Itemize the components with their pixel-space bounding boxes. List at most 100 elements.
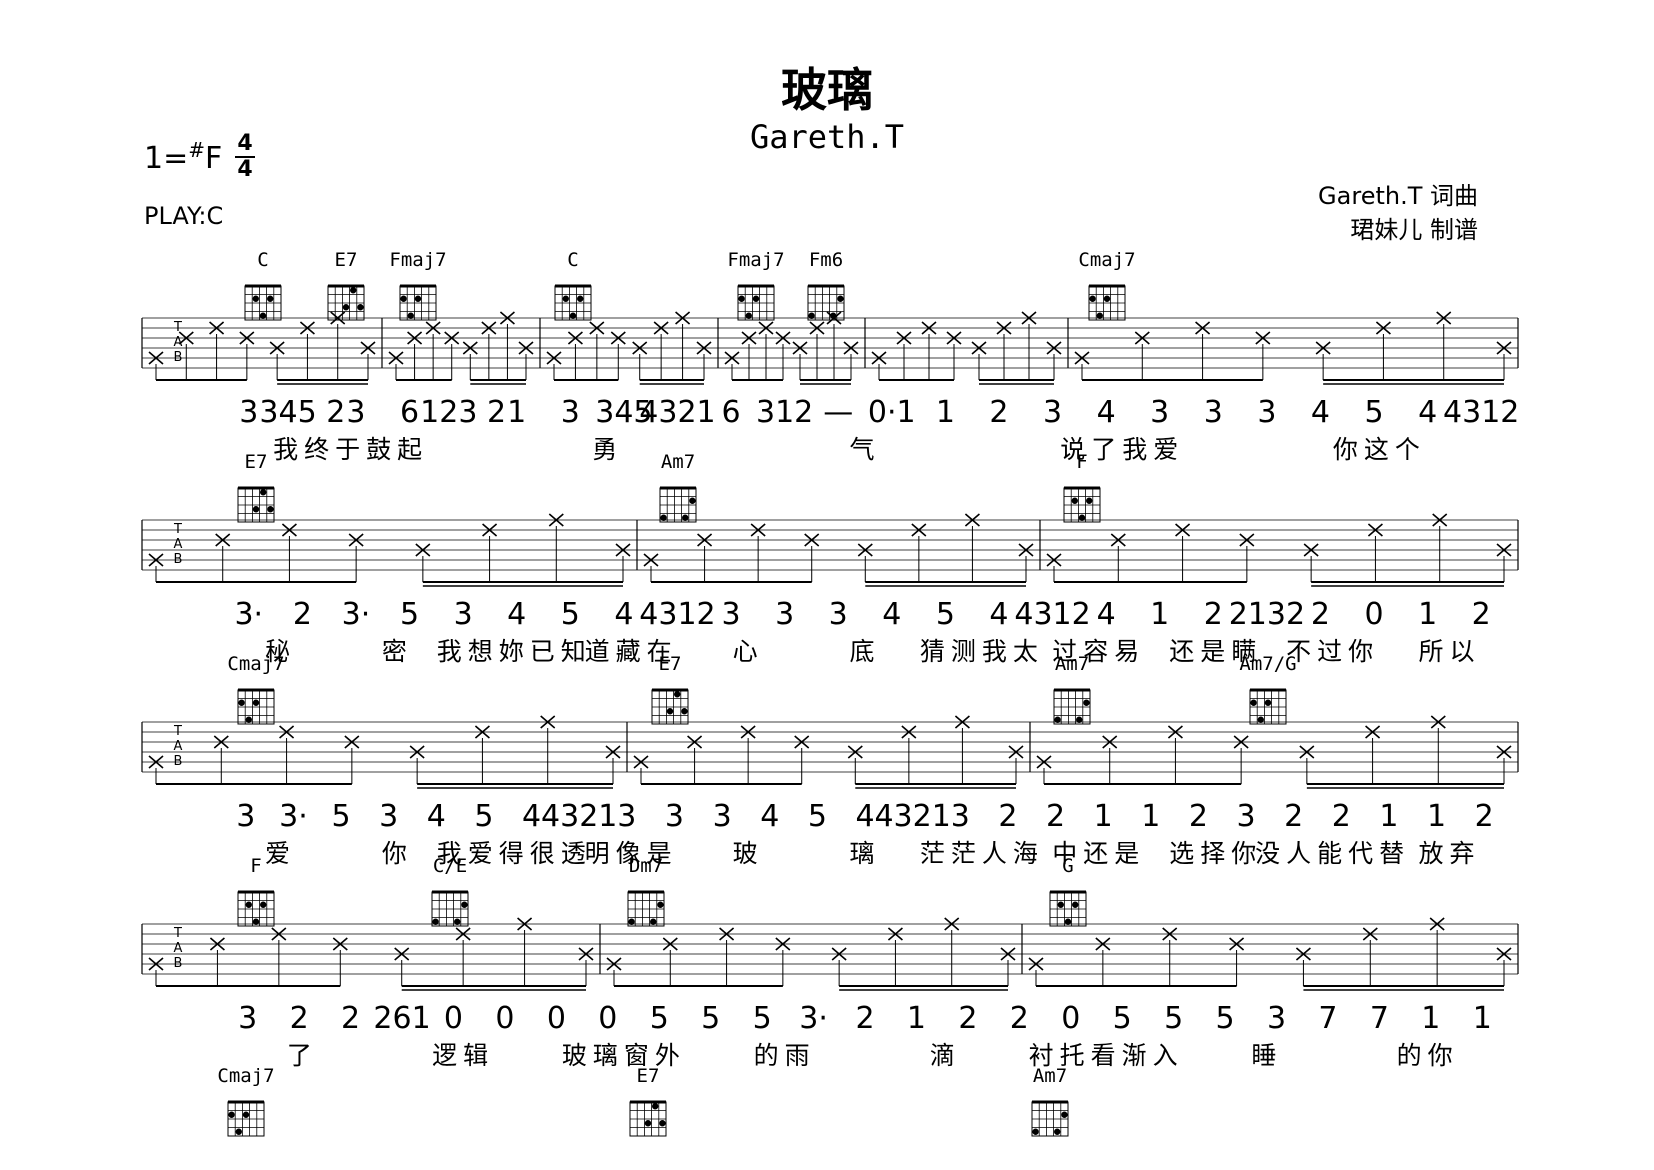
- tab-x-note: [482, 523, 498, 537]
- x-stroke: [1432, 513, 1448, 527]
- chord-dot: [357, 304, 364, 311]
- jianpu-note: 7: [1318, 1001, 1337, 1036]
- jianpu-note: 2: [1284, 799, 1303, 834]
- lyric-text: 没人能代替: [1255, 839, 1410, 868]
- x-stroke: [1436, 311, 1452, 325]
- x-stroke: [148, 553, 164, 567]
- jianpu-note: 2: [855, 1001, 874, 1036]
- key-prefix: 1=: [144, 141, 189, 176]
- lyric-text: 逻辑: [432, 1041, 494, 1070]
- chord-dot: [245, 716, 252, 723]
- x-stroke: [299, 321, 315, 335]
- jianpu-note: 3: [346, 395, 365, 430]
- key-signature: 1=#F: [144, 138, 222, 176]
- chord-dot: [1250, 699, 1257, 706]
- x-stroke: [518, 341, 534, 355]
- lyric-text: 衬托看渐入: [1029, 1041, 1184, 1070]
- tab-label: T: [173, 522, 182, 537]
- jianpu-note: 2: [998, 799, 1017, 834]
- sharp-sign: #: [188, 138, 205, 162]
- jianpu-note: 345 2: [259, 395, 345, 430]
- tab-x-note: [758, 321, 774, 335]
- jianpu-note: 0: [547, 1001, 566, 1036]
- chord-dot: [260, 901, 267, 908]
- lyrics-row: 爱你我爱得很透明像是玻璃茫茫人海中还是选择你没人能代替放弃: [265, 839, 1475, 868]
- chord-dot: [238, 699, 245, 706]
- jianpu-note: 3: [239, 395, 258, 430]
- lyric-text: 我想妳已知: [437, 637, 592, 666]
- jianpu-note: 5: [1164, 1001, 1183, 1036]
- chord-name: E7: [659, 653, 682, 675]
- jianpu-note: 1: [936, 395, 955, 430]
- jianpu-note: 1: [1094, 799, 1113, 834]
- chord-dot: [1076, 716, 1083, 723]
- jianpu-note: 4: [614, 597, 633, 632]
- tab-x-note: [209, 937, 225, 951]
- chord-diagram: Am7: [1053, 653, 1091, 725]
- tab-x-note: [775, 331, 791, 345]
- x-stroke: [1095, 937, 1111, 951]
- jianpu-note: 2: [1472, 597, 1491, 632]
- x-stroke: [281, 523, 297, 537]
- tab-x-note: [1134, 331, 1150, 345]
- jianpu-note: 0: [1364, 597, 1383, 632]
- tab-x-note: [213, 735, 229, 749]
- chord-name: F: [250, 855, 261, 877]
- tab-x-note: [697, 533, 713, 547]
- x-stroke: [271, 927, 287, 941]
- tab-x-note: [1315, 341, 1331, 355]
- tab-x-note: [606, 957, 622, 971]
- x-stroke: [1036, 755, 1052, 769]
- tab-x-note: [344, 735, 360, 749]
- tab-x-note: [1074, 351, 1090, 365]
- lyric-text: 玻: [733, 839, 764, 868]
- tab-x-note: [1496, 543, 1512, 557]
- tab-x-note: [1496, 745, 1512, 759]
- chord-dot: [252, 506, 260, 513]
- lyric-text: 过容易: [1052, 637, 1145, 666]
- x-stroke: [758, 321, 774, 335]
- chord-dot: [808, 312, 815, 319]
- x-stroke: [1018, 543, 1034, 557]
- tab-x-note: [901, 725, 917, 739]
- tab-x-note: [1365, 725, 1381, 739]
- tab-x-note: [1028, 957, 1044, 971]
- lyric-text: 玻璃窗外: [562, 1041, 686, 1070]
- x-stroke: [388, 351, 404, 365]
- time-bottom: 4: [237, 157, 253, 182]
- jianpu-note: 3: [1257, 395, 1276, 430]
- tab-staff: TAB: [141, 917, 1519, 991]
- x-stroke: [239, 331, 255, 345]
- tab-x-note: [719, 927, 735, 941]
- x-stroke: [1365, 725, 1381, 739]
- x-stroke: [578, 947, 594, 961]
- x-stroke: [792, 341, 808, 355]
- x-stroke: [964, 513, 980, 527]
- lyric-text: 了: [287, 1041, 318, 1070]
- tab-x-note: [831, 947, 847, 961]
- song-title: 玻璃: [781, 63, 873, 117]
- time-top: 4: [237, 131, 253, 156]
- x-stroke: [775, 937, 791, 951]
- jianpu-note: 5: [650, 1001, 669, 1036]
- tab-x-note: [299, 321, 315, 335]
- jianpu-note: 345: [595, 395, 652, 430]
- x-stroke: [1028, 957, 1044, 971]
- tab-x-note: [1303, 543, 1319, 557]
- x-stroke: [209, 321, 225, 335]
- tab-x-note: [1233, 735, 1249, 749]
- tab-x-note: [1299, 745, 1315, 759]
- tab-x-note: [1110, 533, 1126, 547]
- x-stroke: [462, 341, 478, 355]
- jianpu-note: 3: [721, 597, 740, 632]
- jianpu-note: 4312: [1014, 597, 1090, 632]
- chord-dot: [1096, 312, 1104, 319]
- chord-diagram: E7: [629, 1065, 667, 1137]
- chord-dot: [252, 699, 260, 706]
- tab-x-note: [148, 351, 164, 365]
- x-stroke: [1496, 745, 1512, 759]
- x-stroke: [1167, 725, 1183, 739]
- x-stroke: [809, 321, 825, 335]
- tab-x-note: [826, 311, 842, 325]
